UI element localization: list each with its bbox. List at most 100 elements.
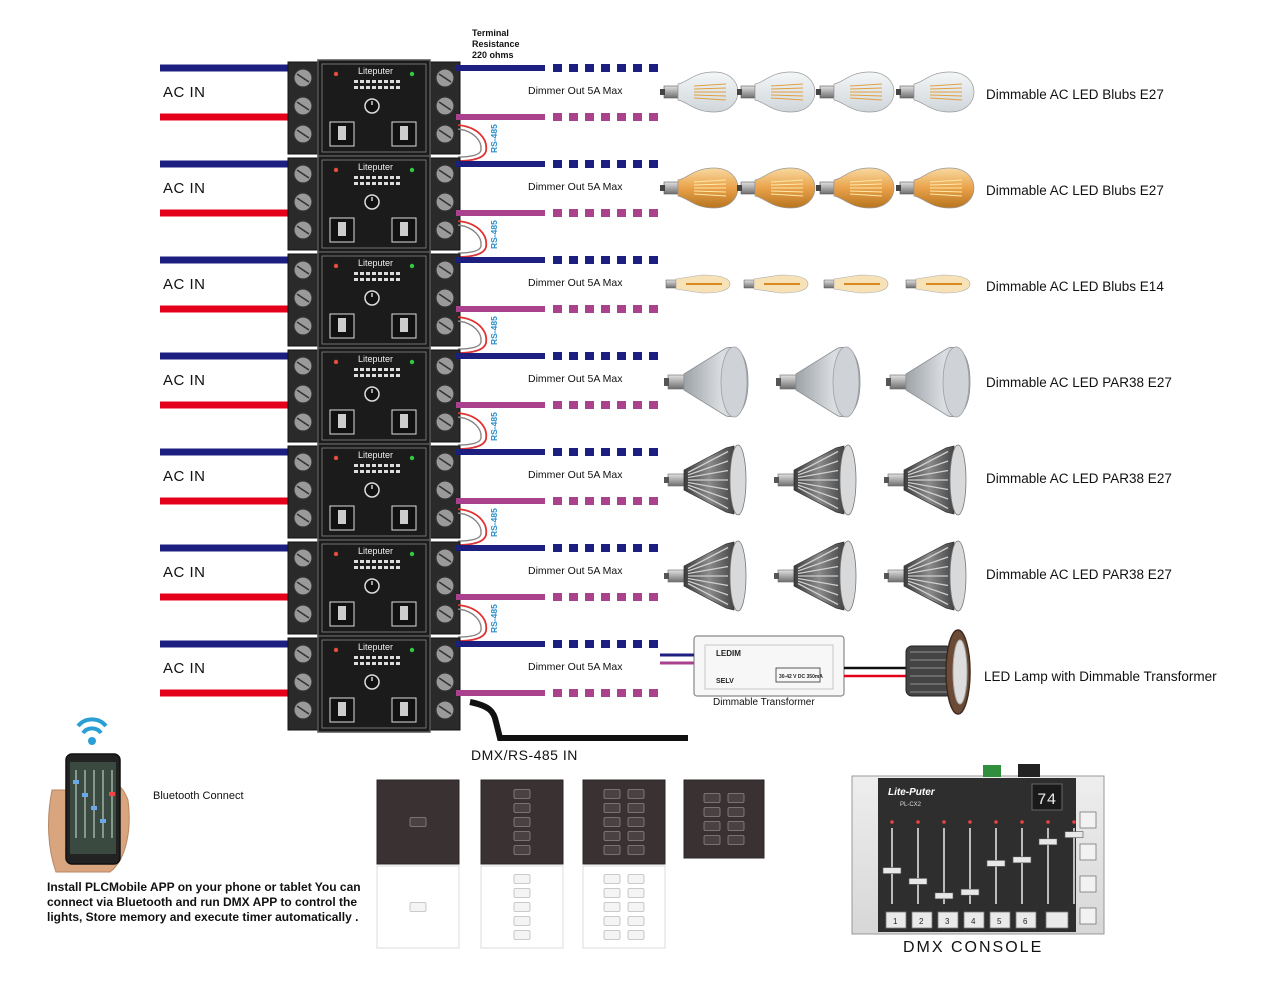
keypad-button: [603, 888, 621, 898]
power-led: [333, 263, 339, 269]
keypad-button: [513, 831, 531, 841]
candle-bulb-icon: [665, 274, 731, 294]
keypad-button: [627, 930, 645, 940]
neutral-output-dash: [569, 640, 578, 648]
neutral-output-dash: [585, 352, 594, 360]
keypad-button: [703, 793, 721, 803]
neutral-output-dash: [649, 352, 658, 360]
keypad-1-white: [376, 865, 460, 949]
keypad-button: [513, 930, 531, 940]
par38-lamp-icon: [664, 346, 749, 418]
neutral-output-dash: [617, 544, 626, 552]
console-scene-button-label: 4: [971, 917, 976, 926]
neutral-output-dash: [633, 352, 642, 360]
dimmer-output-dash: [649, 593, 658, 601]
fader-knob: [882, 867, 902, 874]
rs485-link-wire: [457, 508, 488, 546]
ac-in-label: AC IN: [163, 84, 206, 101]
status-led: [409, 71, 415, 77]
keypad-button: [603, 845, 621, 855]
module-brand: Liteputer: [358, 258, 393, 268]
dial-knob: [364, 578, 380, 594]
neutral-output-dash: [649, 256, 658, 264]
rs485-link-wire: [457, 608, 482, 638]
dimmer-output-dash: [601, 689, 610, 697]
dimmer-out-label: Dimmer Out 5A Max: [528, 661, 623, 673]
neutral-output-dash: [649, 448, 658, 456]
console-display-value: 74: [1037, 791, 1056, 809]
app-fader-knob: [91, 806, 97, 810]
console-scene-button: [911, 911, 933, 929]
lamp-label: Dimmable AC LED PAR38 E27: [986, 471, 1172, 486]
dimmer-output-dash: [601, 497, 610, 505]
lamp-label: Dimmable AC LED Blubs E27: [986, 87, 1164, 102]
dimmer-output-dash: [569, 113, 578, 121]
neutral-output-dash: [569, 160, 578, 168]
keypad-button: [627, 831, 645, 841]
neutral-output-dash: [553, 256, 562, 264]
keypad-button: [627, 845, 645, 855]
keypad-button: [603, 930, 621, 940]
console-scene-button-label: 5: [997, 917, 1002, 926]
keypad-button: [513, 845, 531, 855]
led-downlight: [905, 629, 971, 715]
console-scene-button-label: 2: [919, 917, 924, 926]
keypad-button: [513, 888, 531, 898]
status-led: [409, 647, 415, 653]
terminal-note-line-1: Terminal: [472, 28, 509, 38]
neutral-output-dash: [601, 448, 610, 456]
dimmer-output-dash: [585, 401, 594, 409]
keypad-button: [513, 874, 531, 884]
dimmer-module: Liteputer: [287, 443, 461, 541]
neutral-output-dash: [553, 64, 562, 72]
fader-knob: [908, 878, 928, 885]
dmx-input-cable: [469, 699, 688, 741]
neutral-output-dash: [553, 352, 562, 360]
dimmer-output-dash: [569, 209, 578, 217]
fader-knob: [1038, 838, 1058, 846]
rs485-label: RS-485: [489, 220, 499, 249]
dimmer-output-dash: [585, 593, 594, 601]
neutral-output-dash: [649, 160, 658, 168]
channel-led: [916, 820, 920, 824]
fader-knob: [1064, 831, 1084, 838]
dimmer-output-dash: [617, 401, 626, 409]
dimmer-output-dash: [601, 305, 610, 313]
rs485-link-wire: [457, 220, 488, 258]
keypad-button: [513, 803, 531, 813]
dimmer-output-dash: [633, 305, 642, 313]
ac-in-label: AC IN: [163, 564, 206, 581]
keypad-button: [409, 902, 427, 912]
channel-led: [1046, 820, 1050, 824]
keypad-button: [513, 817, 531, 827]
status-led: [409, 263, 415, 269]
transformer-rating: 30-42 V DC 350mA: [779, 674, 823, 680]
lamp-label: Dimmable AC LED Blubs E27: [986, 183, 1164, 198]
dimmer-output-dash: [649, 497, 658, 505]
keypad-plate: [683, 779, 765, 859]
dimmer-module: Liteputer: [287, 155, 461, 253]
module-brand: Liteputer: [358, 354, 393, 364]
neutral-output-dash: [601, 256, 610, 264]
rs485-label: RS-485: [489, 124, 499, 153]
downlight-heatsink: [905, 645, 953, 697]
dimmer-output-dash: [649, 113, 658, 121]
rs485-label: RS-485: [489, 412, 499, 441]
fader-knob: [934, 892, 954, 900]
console-scene-button-label: 6: [1023, 917, 1028, 926]
keypad-button: [627, 916, 645, 926]
par38-heatsink-lamp-icon: [664, 444, 747, 516]
neutral-output-dash: [569, 352, 578, 360]
par38-lamp-icon: [886, 346, 971, 418]
terminal-note-line-2: Resistance: [472, 39, 520, 49]
neutral-output-dash: [617, 64, 626, 72]
dimmer-output-dash: [649, 209, 658, 217]
console-side-button: [1079, 843, 1097, 861]
dimmer-output-dash: [633, 113, 642, 121]
neutral-output-dash: [585, 640, 594, 648]
keypad-button: [703, 835, 721, 845]
dimmer-output-dash: [553, 305, 562, 313]
